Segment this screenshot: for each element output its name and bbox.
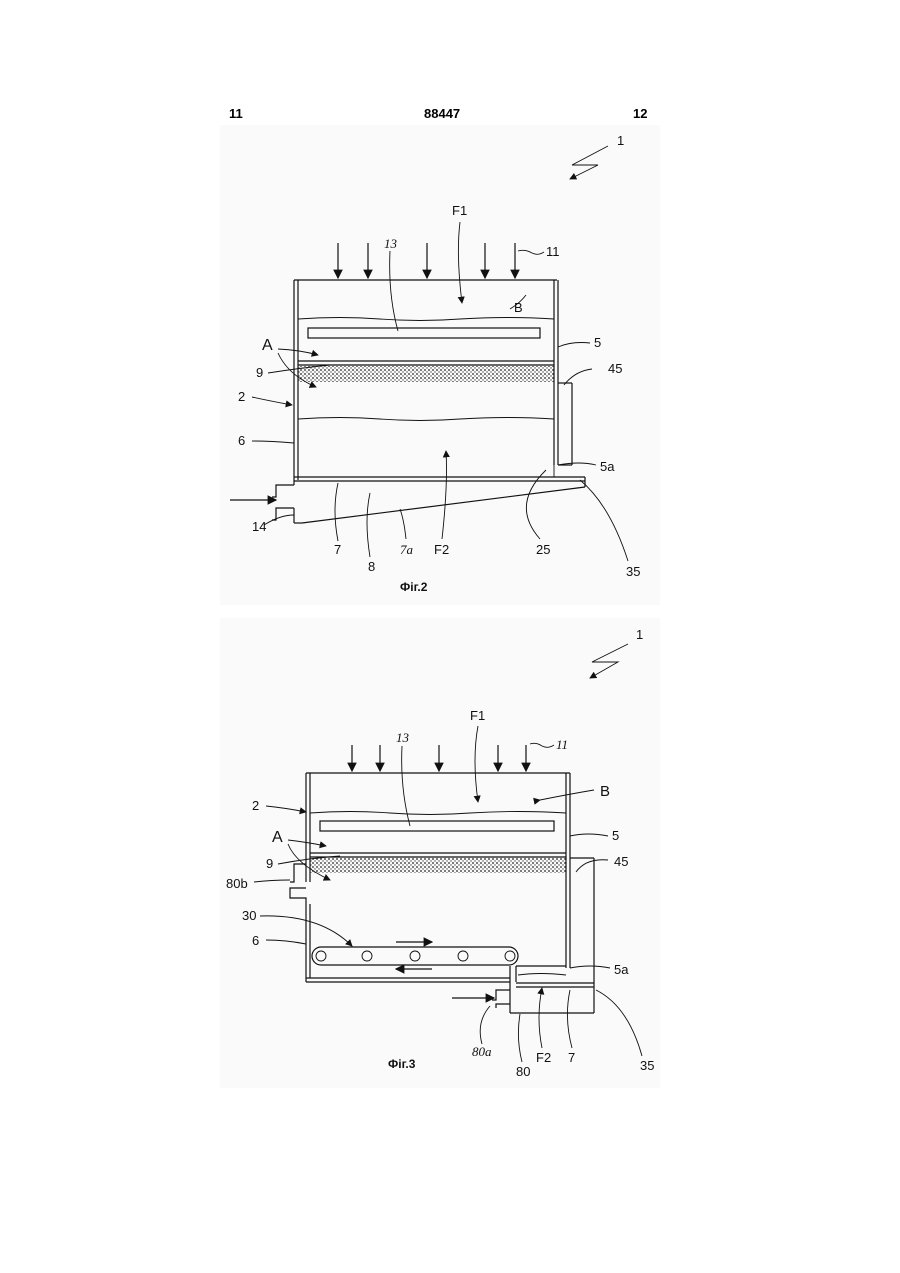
label-9: 9 [266,856,273,871]
label-5: 5 [612,828,619,843]
label-9: 9 [256,365,263,380]
label-45: 45 [614,854,628,869]
label-B: B [600,783,610,800]
label-1: 1 [617,133,624,148]
label-B: B [514,300,523,315]
reference-1-arrow: 1 [590,627,643,678]
label-2: 2 [252,798,259,813]
label-1: 1 [636,627,643,642]
figure-2-drawing: 1 F1 13 11 [220,125,660,605]
label-45: 45 [608,361,622,376]
figure-3-caption: Фіг.3 [388,1057,416,1071]
figure-3-drawing: 1 F1 13 11 [220,618,660,1088]
label-A: A [272,829,283,846]
label-14: 14 [252,519,266,534]
label-80a: 80a [472,1044,492,1059]
label-13: 13 [396,730,410,745]
label-5a: 5a [600,459,615,474]
label-F2: F2 [434,542,449,557]
label-F2: F2 [536,1050,551,1065]
label-F1: F1 [470,708,485,723]
label-25: 25 [536,542,550,557]
label-7: 7 [334,542,341,557]
label-A: A [262,337,273,354]
label-7a: 7a [400,542,414,557]
figure-2: 1 F1 13 11 [220,125,660,605]
label-30: 30 [242,908,256,923]
label-7: 7 [568,1050,575,1065]
label-6: 6 [238,433,245,448]
label-5a: 5a [614,962,629,977]
label-80b: 80b [226,876,248,891]
figure-2-caption: Фіг.2 [400,580,428,594]
label-11: 11 [546,244,560,259]
tank-body [230,280,585,523]
inflow-arrows [338,243,544,278]
reference-1-arrow: 1 [570,133,624,179]
tank-body [290,773,594,1013]
page-number-left: 11 [229,106,243,121]
inflow-arrows [352,743,554,771]
label-6: 6 [252,933,259,948]
label-13: 13 [384,236,398,251]
label-80: 80 [516,1064,530,1079]
label-5: 5 [594,335,601,350]
label-35: 35 [640,1058,654,1073]
label-2: 2 [238,389,245,404]
label-8: 8 [368,559,375,574]
label-F1: F1 [452,203,467,218]
figure-3: 1 F1 13 11 [220,618,660,1088]
label-35: 35 [626,564,640,579]
page-number-right: 12 [633,106,647,121]
patent-number: 88447 [424,106,460,121]
label-11: 11 [556,737,568,752]
